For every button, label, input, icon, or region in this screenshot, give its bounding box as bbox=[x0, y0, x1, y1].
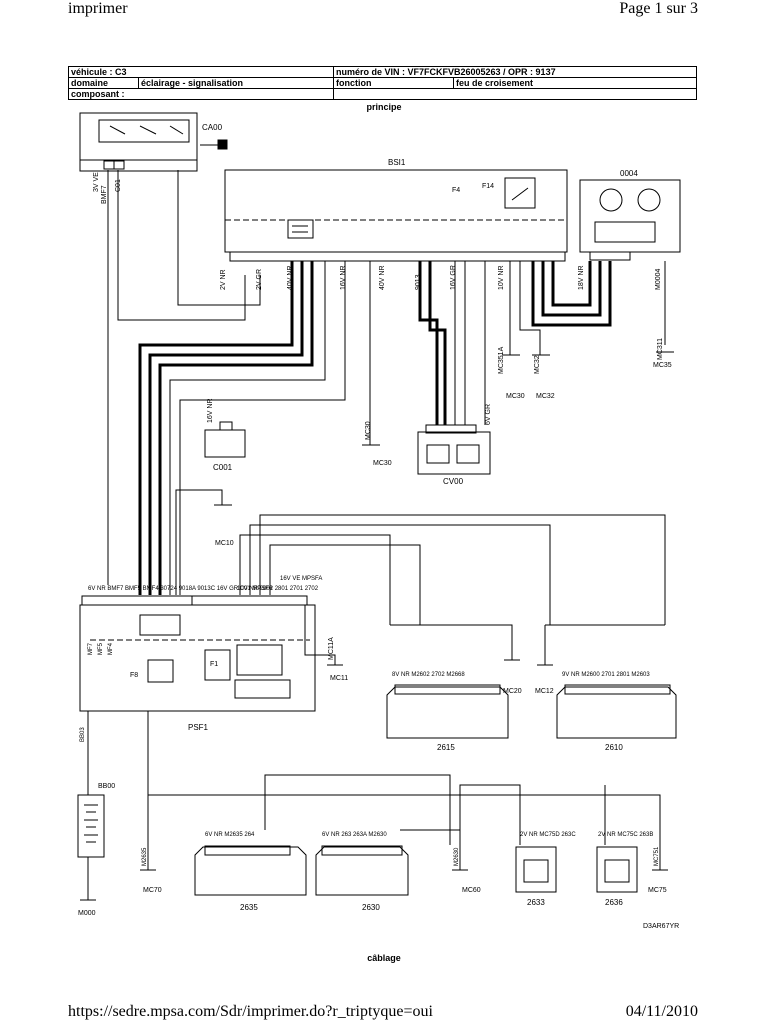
component-label: composant : bbox=[68, 88, 334, 100]
ground-mc75: MC75 bbox=[648, 887, 667, 894]
print-header: imprimer Page 1 sur 3 bbox=[68, 0, 698, 22]
ground-mc30b: MC30 bbox=[506, 393, 525, 400]
bsi-wire-5: 40V NR bbox=[379, 265, 386, 290]
mc311-wire: MC311 bbox=[657, 338, 664, 360]
document-info-table: véhicule : C3 numéro de VIN : VF7FCKFVB2… bbox=[68, 66, 697, 100]
cv00-conn: 6V GR bbox=[485, 404, 492, 425]
bb03-wire: BB03 bbox=[80, 727, 86, 742]
ca00-switch: CA00 bbox=[79, 112, 228, 172]
ca00-wire-label: 3V VE bbox=[93, 172, 100, 192]
source-url[interactable]: https://sedre.mpsa.com/Sdr/imprimer.do?r… bbox=[68, 1003, 433, 1020]
headlamp-2615: 2615 bbox=[386, 684, 509, 752]
ground-mc30a: MC30 bbox=[373, 460, 392, 467]
ground-m000: M000 bbox=[78, 910, 96, 917]
ground-mc20: MC20 bbox=[503, 688, 522, 695]
c2633-wires: 2V NR MC75D 263C bbox=[520, 832, 576, 838]
mc70-wire: M2635 bbox=[142, 847, 148, 866]
lamp-2633: 2633 bbox=[515, 846, 557, 907]
ground-mc70: MC70 bbox=[143, 887, 162, 894]
mc60-wire: M2630 bbox=[454, 847, 460, 866]
mc11-wire: MC11A bbox=[328, 637, 335, 660]
mf7-wire: MF7 bbox=[88, 642, 94, 655]
c2636-wires: 2V NR MC75C 263B bbox=[598, 832, 653, 838]
ground-mc35: MC35 bbox=[653, 362, 672, 369]
mc32-wire: MC32 bbox=[534, 355, 541, 374]
psf-top-wires: 6V NR BMF7 BMF5 BMF4 30724 9018A 9013C 1… bbox=[88, 586, 273, 592]
fuse-f1: F1 bbox=[210, 661, 218, 668]
psf-right-wires: 16V VE MPSFA bbox=[280, 576, 322, 582]
lamp-2636: 2636 bbox=[596, 846, 638, 907]
ground-mc60: MC60 bbox=[462, 887, 481, 894]
psf-mid-wires: 10V NR 2802 2801 2701 2702 bbox=[237, 586, 319, 592]
c2630-wires: 6V NR 263 263A M2630 bbox=[322, 832, 387, 838]
bsi-wire-1: 2V NR bbox=[220, 269, 227, 290]
ground-mc10: MC10 bbox=[215, 540, 234, 547]
fuse-f14: F14 bbox=[482, 183, 494, 190]
print-label: imprimer bbox=[68, 0, 128, 17]
bsi-wire-9: 18V NR bbox=[578, 265, 585, 290]
c2615-wires: 8V NR M2602 2702 M2668 bbox=[392, 672, 465, 678]
c0004-label: 0004 bbox=[620, 169, 638, 178]
component-value bbox=[333, 88, 697, 100]
fuse-f8: F8 bbox=[130, 672, 138, 679]
c001-box bbox=[204, 429, 246, 458]
c2636-label: 2636 bbox=[605, 898, 623, 907]
psf1-unit: PSF1 F8 F1 bbox=[79, 595, 316, 732]
c001-wire: 16V NR bbox=[207, 398, 214, 423]
dashboard-0004: 0004 bbox=[579, 169, 681, 261]
cv00-label: CV00 bbox=[443, 477, 464, 486]
diagram-title: principe bbox=[366, 102, 402, 112]
headlamp-2610: 2610 bbox=[556, 684, 677, 752]
main-harness bbox=[138, 261, 612, 595]
lamp-2635: 2635 bbox=[194, 845, 307, 912]
mc351a-wire: MC351A bbox=[498, 346, 505, 374]
page-number: Page 1 sur 3 bbox=[619, 0, 698, 17]
c2610-wires: 9V NR M2600 2701 2801 M2603 bbox=[562, 672, 650, 678]
bsi-wire-8: 10V NR bbox=[498, 265, 505, 290]
bsi-wire-7: 16V GR bbox=[450, 265, 457, 290]
c2635-label: 2635 bbox=[240, 903, 258, 912]
c2633-label: 2633 bbox=[527, 898, 545, 907]
wiring-label: câblage bbox=[367, 953, 401, 963]
battery-bb00: BB00 bbox=[77, 783, 115, 858]
m0004-wire: M0004 bbox=[655, 268, 662, 290]
c001-label: C001 bbox=[213, 463, 233, 472]
mf4-wire: MF4 bbox=[108, 642, 114, 655]
fuse-f4: F4 bbox=[452, 187, 460, 194]
mc75-wire: MC751 bbox=[654, 846, 660, 866]
c2610-label: 2610 bbox=[605, 743, 623, 752]
cv00-switch: CV00 bbox=[417, 424, 491, 486]
bmf7-wire: BMF7 bbox=[101, 185, 108, 204]
psf1-label: PSF1 bbox=[188, 723, 209, 732]
print-footer: https://sedre.mpsa.com/Sdr/imprimer.do?r… bbox=[68, 1003, 698, 1025]
c2630-label: 2630 bbox=[362, 903, 380, 912]
ground-mc12: MC12 bbox=[535, 688, 554, 695]
print-date: 04/11/2010 bbox=[625, 1003, 698, 1020]
diagram-reference: D3AR67YR bbox=[643, 923, 679, 930]
bsi1-unit: BSI1 F4 F14 bbox=[224, 158, 568, 262]
mf5-wire: MF5 bbox=[98, 642, 104, 655]
lamp-2630: 2630 bbox=[315, 845, 409, 912]
ground-mc32: MC32 bbox=[536, 393, 555, 400]
bsi1-label: BSI1 bbox=[388, 158, 406, 167]
c2615-label: 2615 bbox=[437, 743, 455, 752]
bb00-label: BB00 bbox=[98, 783, 115, 790]
ca00-label: CA00 bbox=[202, 123, 223, 132]
ground-mc11: MC11 bbox=[330, 675, 348, 682]
bsi-wire-4: 16V NR bbox=[340, 265, 347, 290]
mc30-wire: MC30 bbox=[365, 421, 372, 440]
c2635-wires: 6V NR M2635 264 bbox=[205, 832, 255, 838]
bsi-wire-2: 2V GR bbox=[256, 269, 263, 290]
